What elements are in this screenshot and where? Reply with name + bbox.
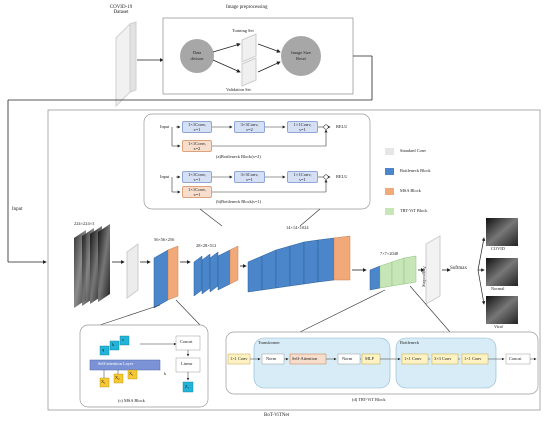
legend-trt-vit-block: TRT-ViT Block <box>400 208 428 213</box>
legend-standard-conv: Standard Conv <box>400 148 427 153</box>
trt-bottleneck-label: Bottleneck <box>400 340 420 345</box>
trt-self-attention: Self-Attention <box>292 356 318 361</box>
training-set-label: Training Set <box>232 28 254 33</box>
trt-conv-in: 1×1 Conv <box>230 356 248 361</box>
msa-z-label: Z₁ <box>185 384 190 389</box>
legend-swatch <box>385 208 394 215</box>
msa-caption: (c) MSA Block <box>118 398 145 403</box>
dataset-label: COVID-19 Dataset <box>109 5 133 15</box>
bottleneck-b-input: Input <box>160 174 170 179</box>
avgpool-slab <box>425 235 441 305</box>
legend-msa-block: MSA Block <box>400 188 421 193</box>
msa-self-attention-label: Self-attention Layer <box>98 361 134 366</box>
output-viral-image <box>486 296 518 324</box>
bottleneck-b-skip-conv: 1×1Conv,s=1 <box>182 186 212 198</box>
standard-conv-slab <box>126 243 139 299</box>
trt-b1: 1×1 Conv <box>404 356 422 361</box>
bottleneck-b-conv-2: 3×3Conv,s=1 <box>234 171 265 183</box>
bottleneck-a-relu: RELU <box>336 124 348 129</box>
msa-x1-label: X₁ <box>101 379 106 384</box>
legend-swatch <box>385 148 394 155</box>
trt-b3: 1×1 Conv <box>464 356 482 361</box>
dim-14: 14×14×1024 <box>286 225 309 230</box>
bottleneck-b-conv-1: 1×1Conv,s=1 <box>182 171 212 183</box>
softmax-label: Softmax <box>450 266 467 271</box>
size-reset-label: Image Size Reset <box>291 50 311 61</box>
msa-concat-label: Concat <box>180 339 193 344</box>
trt-norm-2: Norm <box>342 356 353 361</box>
trt-b2: 3×3 Conv <box>434 356 452 361</box>
bottleneck-a-input: Input <box>160 124 170 129</box>
trt-caption: (d) TRT-ViT Block <box>352 397 386 402</box>
bottleneck-a-conv-3: 1×1Conv,s=1 <box>287 121 318 133</box>
msa-x2-label: X₂ <box>115 375 120 380</box>
output-normal-image <box>486 258 518 286</box>
output-covid-image <box>486 218 518 246</box>
dim-input: 224×224×3 <box>74 221 95 226</box>
avgpool-label: Avgpooling <box>422 266 427 287</box>
dim-56: 56×56×256 <box>154 237 175 242</box>
bottleneck-a-conv-1: 1×1Conv,s=1 <box>182 121 212 133</box>
trt-transformer-label: Transformer <box>258 340 280 345</box>
data-division-circle <box>180 39 214 73</box>
validation-set-label: Validation Set <box>226 87 251 92</box>
msa-x3-label: X₁ <box>129 371 134 376</box>
stage-56 <box>153 245 179 309</box>
data-division-label: Data divison <box>190 50 204 61</box>
msa-head-q: q <box>102 347 105 352</box>
msa-head-v: v <box>122 337 125 342</box>
output-normal-label: Normal <box>491 286 505 291</box>
msa-linear-label: Linear <box>181 361 193 366</box>
input-xray-stack <box>74 224 110 308</box>
bottleneck-a-caption: (a)Bottleneck Block(s=2) <box>216 154 261 159</box>
trt-concat: Concat <box>509 356 522 361</box>
trt-mlp: MLP <box>365 356 375 361</box>
bottleneck-a-skip-conv: 1×1Conv,s=2 <box>182 140 212 152</box>
bottleneck-detail-frame <box>143 113 371 210</box>
bottleneck-b-caption: (b)Bottleneck Block(s=1) <box>216 199 262 204</box>
msa-k-label: k <box>164 371 167 376</box>
stage-28 <box>193 245 239 297</box>
stage-14 <box>247 235 351 293</box>
legend-swatch <box>385 168 394 175</box>
dim-7: 7×7×2048 <box>380 251 399 256</box>
preprocessing-title: Image preprocessing <box>226 5 268 10</box>
dataset-slab <box>115 21 137 108</box>
msa-head-k: k <box>112 342 115 347</box>
size-reset-circle <box>281 36 321 76</box>
output-covid-label: COVID <box>491 246 505 251</box>
trt-norm-1: Norm <box>266 356 277 361</box>
bottleneck-a-conv-2: 3×3Conv,s=2 <box>234 121 265 133</box>
output-viral-label: Viral <box>494 324 503 329</box>
bottleneck-b-relu: RELU <box>336 174 348 179</box>
network-title: BoT-ViTNet <box>264 413 290 418</box>
bottleneck-b-conv-3: 1×1Conv,s=1 <box>287 171 318 183</box>
legend-swatch <box>385 188 394 195</box>
stage-7 <box>369 255 417 291</box>
input-label: Input <box>12 207 23 212</box>
legend-bottleneck-block: Bottleneck Block <box>400 168 431 173</box>
dim-28: 28×28×512 <box>196 243 217 248</box>
